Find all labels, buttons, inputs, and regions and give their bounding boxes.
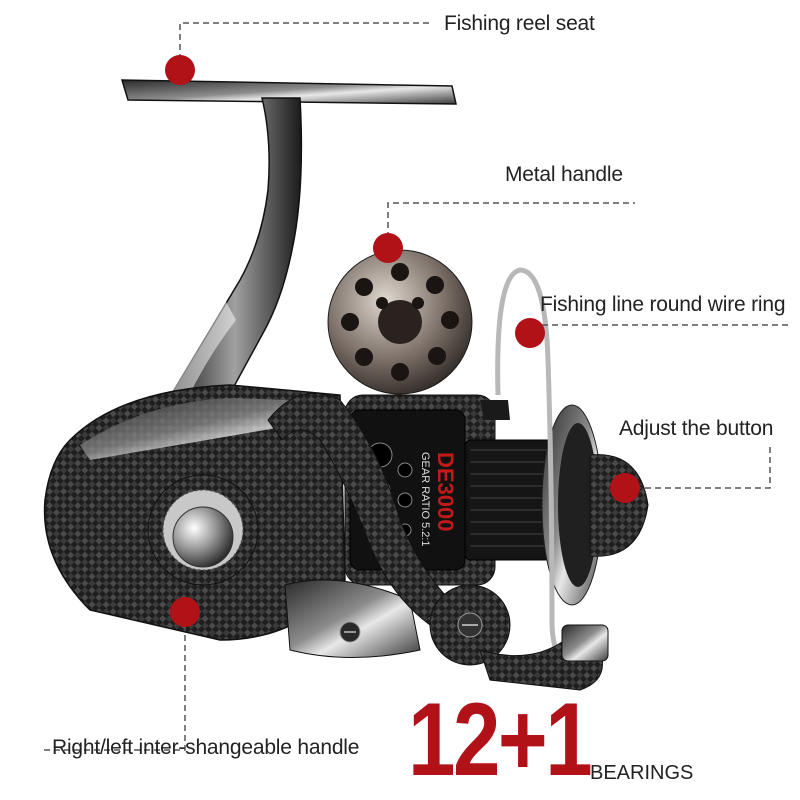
side-knob-illustration bbox=[147, 474, 259, 586]
marker-line-ring bbox=[515, 318, 545, 348]
metal-handle-illustration bbox=[327, 249, 473, 395]
callout-markers bbox=[165, 55, 640, 627]
bail-wire-ring bbox=[495, 267, 571, 668]
spool-model-text: DE3000 GEAR RATIO 5.2:1 bbox=[419, 452, 458, 547]
marker-interchangeable-handle bbox=[170, 597, 200, 627]
callout-interchangeable-handle-label: Right/left inter-shangeable handle bbox=[52, 736, 360, 759]
callout-adjust-button-label: Adjust the button bbox=[619, 417, 774, 440]
callout-reel-seat-label: Fishing reel seat bbox=[444, 12, 595, 35]
callout-metal-handle-label: Metal handle bbox=[505, 163, 623, 186]
bearings-count: 12+1 bbox=[408, 682, 593, 798]
bearings-label: BEARINGS bbox=[590, 762, 694, 784]
marker-adjust-button bbox=[610, 473, 640, 503]
interchangeable-handle-illustration bbox=[267, 392, 609, 691]
gear-ratio-label: GEAR RATIO 5.2:1 bbox=[419, 452, 431, 547]
model-label: DE3000 bbox=[433, 452, 458, 532]
callout-line-ring-label: Fishing line round wire ring bbox=[540, 293, 786, 316]
marker-reel-seat bbox=[165, 55, 195, 85]
marker-metal-handle bbox=[373, 233, 403, 263]
reel-seat-illustration bbox=[120, 79, 457, 410]
